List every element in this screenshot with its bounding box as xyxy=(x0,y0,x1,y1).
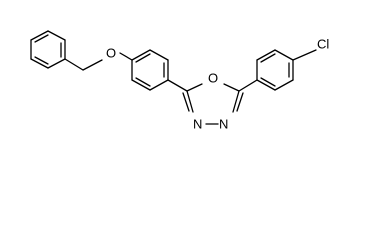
bond xyxy=(186,90,194,113)
bond xyxy=(223,83,240,92)
bond xyxy=(119,52,133,61)
ether-oxygen-label: O xyxy=(106,46,116,61)
nitrogen-right-label: N xyxy=(219,117,228,132)
bond xyxy=(256,49,276,61)
bond xyxy=(47,30,66,41)
nitrogen-left-label: N xyxy=(193,117,202,132)
aromatic-inner-bond xyxy=(260,53,276,63)
chlorophenyl-ring xyxy=(256,49,294,91)
bond xyxy=(149,49,169,61)
bond xyxy=(182,92,190,112)
aromatic-inner-bond xyxy=(260,77,276,87)
bond xyxy=(64,58,84,71)
ring-oxygen-label: O xyxy=(208,71,218,86)
molecule-diagram: O O N N Cl xyxy=(30,30,329,132)
aromatic-inner-bond xyxy=(34,34,49,43)
aromatic-inner-bond xyxy=(34,56,49,65)
bond xyxy=(256,79,276,91)
bond xyxy=(292,49,317,61)
bond xyxy=(236,92,244,112)
bond xyxy=(30,30,49,41)
bond xyxy=(167,79,188,92)
bond xyxy=(274,79,294,91)
bond xyxy=(274,49,294,61)
bond xyxy=(238,79,258,92)
aromatic-inner-bond xyxy=(135,53,151,63)
bond xyxy=(186,83,203,92)
benzyloxy-linker xyxy=(64,52,133,71)
benzyl-ring xyxy=(30,30,66,69)
bond xyxy=(232,90,240,113)
bond xyxy=(47,58,66,69)
bond xyxy=(149,79,169,91)
oxadiazole-ring xyxy=(182,83,244,125)
structure-canvas: O O N N Cl xyxy=(30,30,329,132)
bond xyxy=(30,58,49,69)
phenylene-ring xyxy=(131,49,169,91)
aromatic-inner-bond xyxy=(135,77,151,87)
bond xyxy=(131,79,151,91)
bond xyxy=(131,49,151,61)
chlorine-label: Cl xyxy=(317,37,329,52)
bond xyxy=(82,59,103,71)
